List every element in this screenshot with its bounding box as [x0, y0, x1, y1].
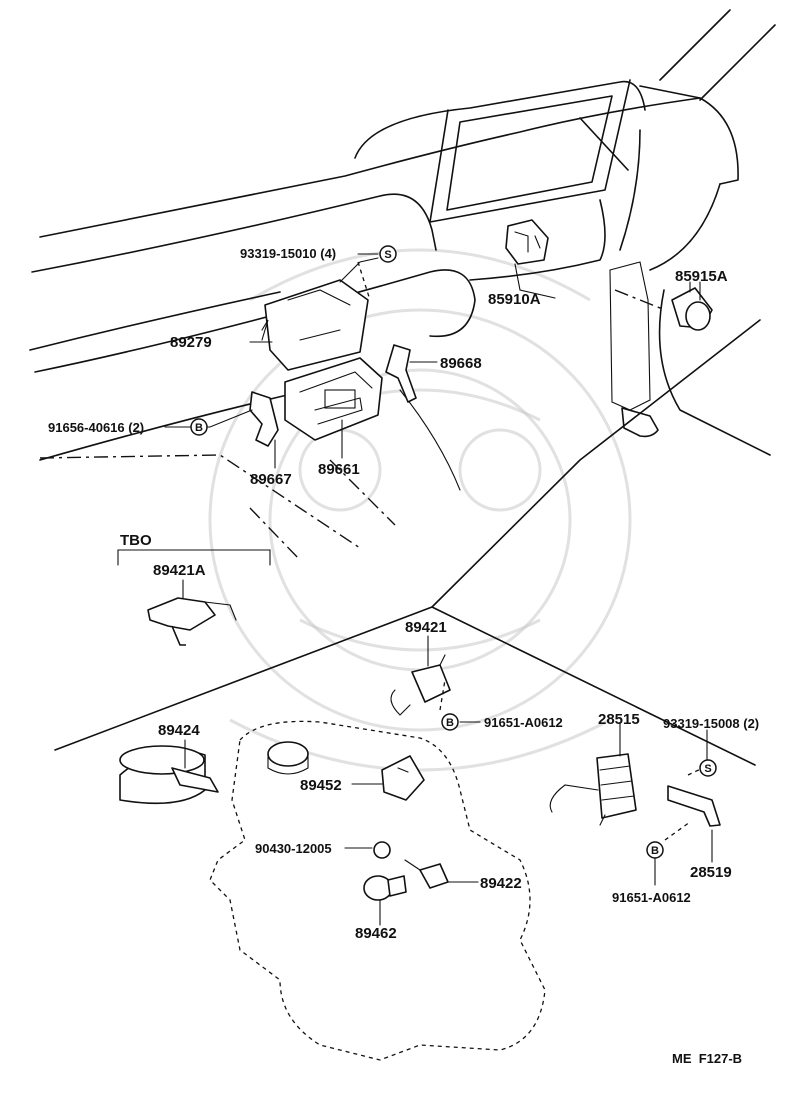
label-89452: 89452: [300, 777, 342, 794]
switch-85915a: [671, 281, 713, 331]
svg-text:B: B: [446, 717, 454, 729]
symbol-s-93319-15010: S: [379, 245, 397, 263]
engine-bay-line: [54, 319, 761, 751]
label-89422: 89422: [480, 875, 522, 892]
center-line-dash-4: [249, 507, 301, 561]
sensor-89462: [363, 875, 407, 901]
label-91656-40616: 91656-40616 (2): [48, 420, 144, 435]
leader-lines: [164, 253, 713, 926]
label-85915a: 85915A: [675, 268, 728, 285]
label-89462: 89462: [355, 925, 397, 942]
diagram-code: ME F127-B: [672, 1051, 742, 1066]
sensor-89422: [404, 859, 449, 889]
label-89667: 89667: [250, 471, 292, 488]
bracket-28519: [667, 785, 721, 827]
label-89279: 89279: [170, 334, 212, 351]
svg-text:B: B: [195, 422, 203, 434]
label-90430-12005: 90430-12005: [255, 841, 332, 856]
label-85910a: 85910A: [488, 291, 541, 308]
label-93319-15010: 93319-15010 (4): [240, 246, 336, 261]
center-line-dash-3: [614, 289, 666, 311]
bracket-89668: [385, 344, 417, 403]
module-28515: [549, 753, 637, 826]
symbol-b-91656-40616: B: [190, 418, 208, 436]
center-line-dash: [39, 454, 361, 549]
svg-text:S: S: [704, 763, 711, 775]
sensor-89452: [381, 755, 425, 801]
symbol-b-91651-a0612-b: B: [646, 841, 664, 859]
sensor-89421a: [147, 597, 237, 646]
label-89421: 89421: [405, 619, 447, 636]
svg-text:S: S: [384, 249, 391, 261]
label-89668: 89668: [440, 355, 482, 372]
tbo-bracket: [117, 549, 271, 566]
bracket-89667: [249, 391, 279, 447]
label-91651-a0612-a: 91651-A0612: [484, 715, 563, 730]
label-91651-a0612-b: 91651-A0612: [612, 890, 691, 905]
computer-89661: [284, 357, 383, 441]
label-28515: 28515: [598, 711, 640, 728]
sensor-89424: [171, 767, 219, 793]
sensor-89421: [390, 654, 451, 716]
label-89424: 89424: [158, 722, 200, 739]
engine-outline: [119, 720, 546, 1061]
relay-box-89279: [261, 257, 379, 371]
symbol-b-91651-a0612-a: B: [441, 713, 459, 731]
label-89421a: 89421A: [153, 562, 206, 579]
label-28519: 28519: [690, 864, 732, 881]
relay-85910a: [505, 219, 556, 299]
plug-90430: [373, 841, 391, 859]
engine-bay-line-2: [431, 606, 756, 766]
svg-text:B: B: [651, 845, 659, 857]
dashboard-outline: [29, 9, 776, 491]
label-tbo: TBO: [120, 532, 152, 549]
label-93319-15008: 93319-15008 (2): [663, 716, 759, 731]
label-89661: 89661: [318, 461, 360, 478]
symbol-s-93319-15008: S: [699, 759, 717, 777]
